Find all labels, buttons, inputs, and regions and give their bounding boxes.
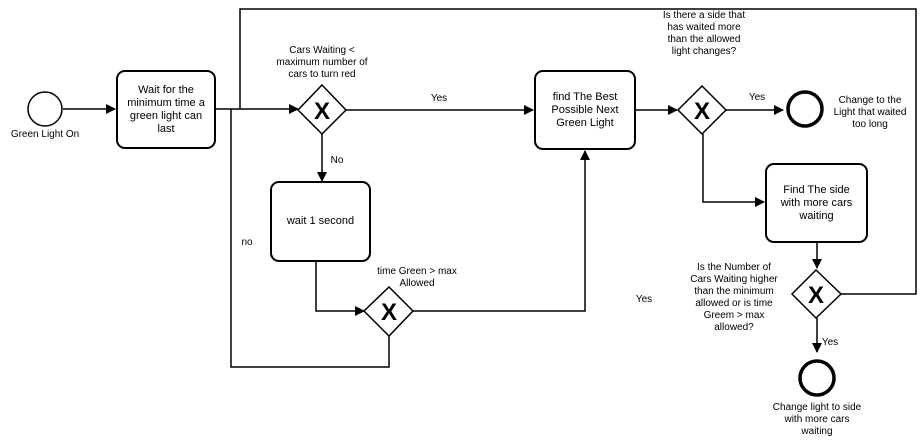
end-event-too-long-label: Change to the Light that waited too long [833, 95, 907, 130]
flow-wait1s-to-gw2 [315, 261, 365, 316]
start-event-label: Green Light On [10, 129, 80, 140]
flow-label-yes-3: Yes [748, 92, 766, 103]
gateway-cars-higher-label: Is the Number of Cars Waiting higher tha… [690, 262, 778, 333]
flow-label-yes-4: Yes [821, 337, 839, 348]
flow-label-yes-2: Yes [635, 294, 653, 305]
start-event [27, 91, 63, 127]
task-wait-1-second: wait 1 second [270, 181, 371, 262]
flow-cars-higher-no-loop [239, 8, 917, 295]
gateway-time-green-label: time Green > max Allowed [377, 266, 457, 289]
gateway-x-3: X [694, 98, 710, 125]
gateway-cars-higher [790, 268, 843, 320]
gateway-cars-waiting-label: Cars Waiting < maximum number of cars to… [276, 45, 368, 80]
flow-label-no-2: no [241, 237, 253, 248]
gateway-x-4: X [808, 282, 824, 309]
end-event-too-long [786, 90, 824, 128]
flow-gw2-no-loop [230, 109, 390, 368]
end-event-more-cars [798, 359, 836, 397]
gateway-cars-waiting [296, 83, 348, 136]
gateway-time-green [362, 285, 415, 338]
task-find-best: find The Best Possible Next Green Light [534, 70, 636, 150]
gateway-waited-more-label: Is there a side that has waited more tha… [662, 10, 746, 57]
task-wait-minimum: Wait for the minimum time a green light … [116, 70, 216, 149]
flow-label-yes-1: Yes [430, 93, 448, 104]
end-event-more-cars-label: Change light to side with more cars wait… [772, 402, 862, 437]
flow-label-no-1: No [330, 155, 344, 166]
task-find-side: Find The side with more cars waiting [765, 163, 868, 243]
flow-gw3-no [702, 134, 765, 207]
flow-gw2-yes [413, 150, 590, 312]
gateway-x-1: X [314, 98, 330, 125]
gateway-waited-more [676, 84, 728, 136]
gateway-x-2: X [381, 299, 397, 326]
